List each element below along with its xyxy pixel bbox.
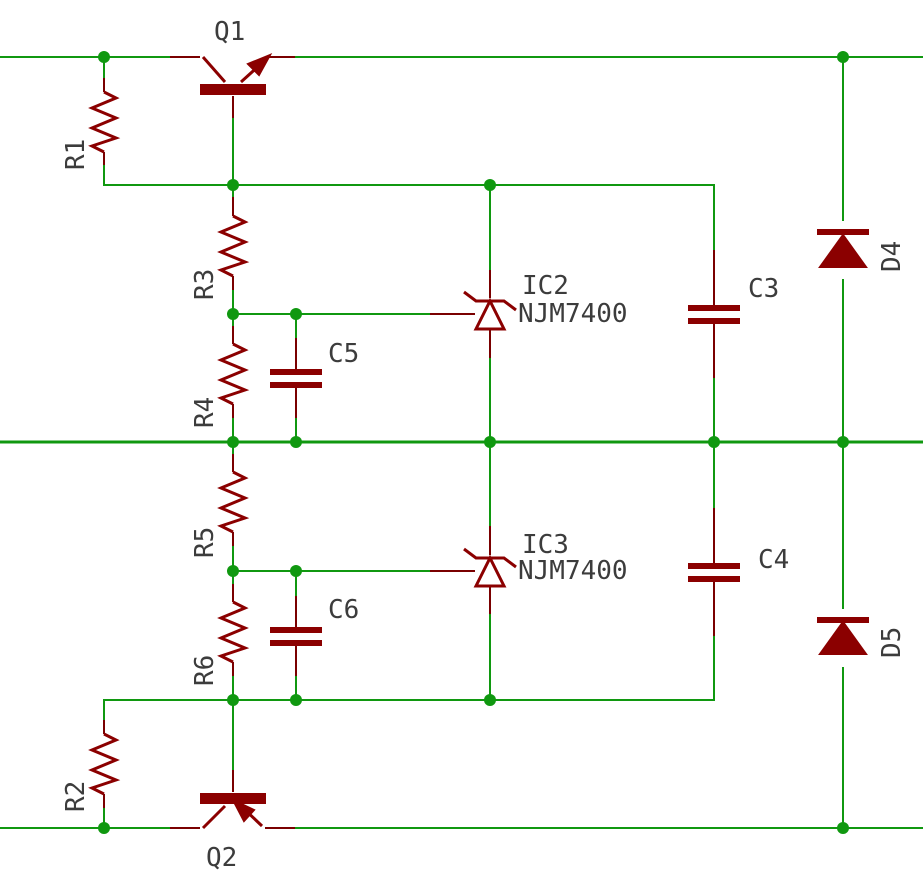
resistor-r3: R3: [190, 197, 250, 300]
capacitor-c6: C6: [270, 595, 359, 676]
q2-label: Q2: [206, 843, 237, 873]
capacitor-c4: C4: [688, 508, 789, 636]
transistor-q2: Q2: [170, 770, 295, 873]
wires: [0, 56, 923, 829]
regulator-ic2: IC2 NJM7400: [430, 270, 628, 358]
resistor-r6: R6: [190, 584, 250, 686]
regulator-ic3: IC3 NJM7400: [430, 526, 628, 614]
junction-dot: [708, 436, 720, 448]
junction-dot: [837, 436, 849, 448]
junction-dot: [484, 694, 496, 706]
d4-label: D4: [877, 241, 907, 272]
transistor-q1: Q1: [170, 17, 295, 118]
q1-label: Q1: [214, 17, 245, 47]
junction-dot: [290, 694, 302, 706]
capacitor-c3: C3: [688, 250, 779, 378]
junction-dot: [837, 822, 849, 834]
resistor-r5: R5: [190, 454, 250, 558]
r1-label: R1: [61, 139, 91, 170]
junction-dot: [837, 51, 849, 63]
junction-dot: [98, 822, 110, 834]
capacitor-c5: C5: [270, 338, 359, 418]
junction-dot: [227, 565, 239, 577]
junction-dot: [227, 694, 239, 706]
r3-label: R3: [190, 269, 220, 300]
junction-dot: [227, 308, 239, 320]
r2-label: R2: [61, 781, 91, 812]
junction-dot: [290, 308, 302, 320]
r4-label: R4: [190, 397, 220, 428]
resistor-r1: R1: [61, 78, 121, 170]
r6-label: R6: [190, 655, 220, 686]
ic3-value-label: NJM7400: [518, 556, 628, 586]
junctions: [98, 51, 849, 834]
junction-dot: [227, 179, 239, 191]
c4-label: C4: [758, 545, 789, 575]
d5-label: D5: [877, 627, 907, 658]
ic3-ref-label: IC3: [522, 530, 569, 560]
junction-dot: [484, 436, 496, 448]
c6-label: C6: [328, 595, 359, 625]
diode-d5: D5: [817, 617, 907, 658]
junction-dot: [98, 51, 110, 63]
junction-dot: [227, 436, 239, 448]
c5-label: C5: [328, 339, 359, 369]
c3-label: C3: [748, 274, 779, 304]
junction-dot: [484, 179, 496, 191]
r5-label: R5: [190, 527, 220, 558]
diode-d4: D4: [817, 229, 907, 272]
junction-dot: [290, 436, 302, 448]
resistor-r4: R4: [190, 326, 250, 428]
ic2-ref-label: IC2: [522, 271, 569, 301]
ic2-value-label: NJM7400: [518, 299, 628, 329]
resistor-r2: R2: [61, 720, 121, 812]
junction-dot: [290, 565, 302, 577]
